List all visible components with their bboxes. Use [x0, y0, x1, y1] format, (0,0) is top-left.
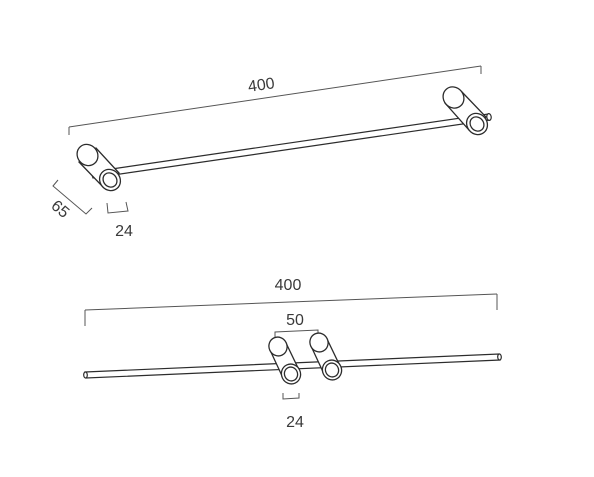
- bottom-mount-dimension: [282, 393, 300, 400]
- top-depth-label: 65: [48, 197, 73, 222]
- top-mount-dimension: [106, 201, 129, 214]
- top-mount-label: 24: [115, 223, 133, 240]
- top-left-bracket: [76, 143, 122, 192]
- top-length-dimension: [68, 65, 482, 135]
- bottom-spacing-label: 50: [286, 312, 304, 329]
- top-length-label: 400: [247, 75, 276, 96]
- bottom-length-label: 400: [275, 277, 302, 294]
- top-depth-dimension: [52, 179, 93, 215]
- bottom-left-mount: [268, 336, 302, 385]
- bottom-view: 400 50: [83, 277, 502, 431]
- bottom-right-mount: [309, 332, 343, 381]
- top-view: 400 65 24: [48, 65, 492, 240]
- top-rod: [90, 113, 492, 179]
- bottom-length-dimension: [84, 293, 498, 326]
- bottom-mount-label: 24: [286, 414, 304, 431]
- top-right-bracket: [442, 86, 489, 136]
